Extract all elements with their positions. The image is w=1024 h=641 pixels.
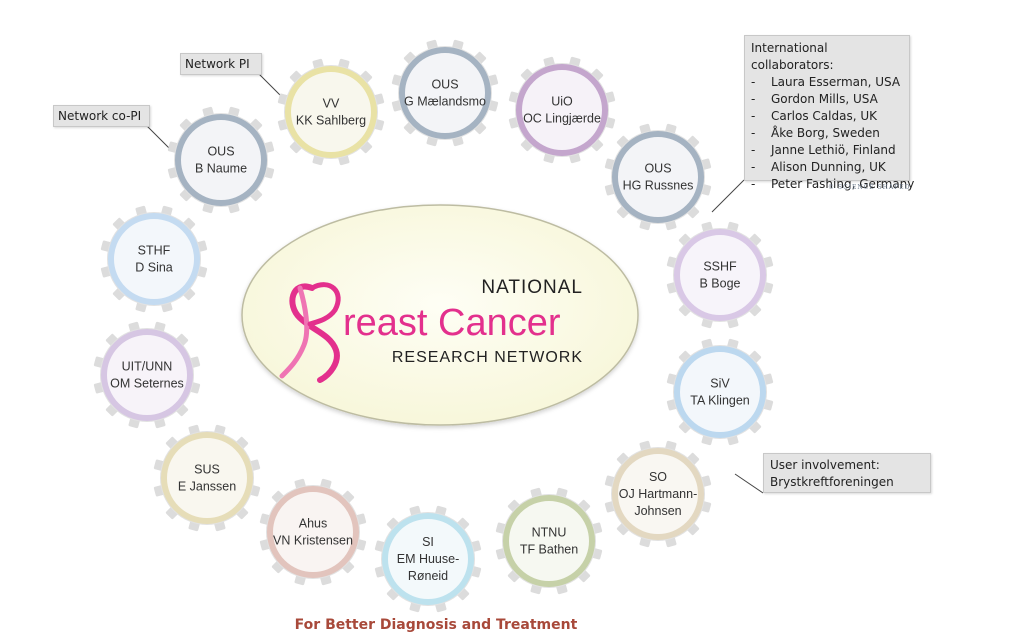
list-item: -Åke Borg, Sweden [751,126,880,140]
network-pi-label: Network PI [180,53,262,75]
logo-breast-cancer: reast Cancer [343,302,561,344]
gear-label-line: KK Sahlberg [296,114,366,128]
gear-node-sshf-boge: SSHF B Boge [666,221,774,329]
user-involvement-title: User involvement: [770,458,880,472]
gear-ring [516,64,608,156]
gear-node-sus-janssen: SUS E Janssen [153,424,261,532]
gear-label-line: VV [323,97,340,111]
network-copi-label: Network co-PI [53,105,150,127]
gear-node-ous-russnes: OUS HG Russnes [604,123,712,231]
gear-ring [108,213,200,305]
list-item: -Peter Fashing, Germany [751,177,915,191]
gear-node-ous-naume: OUS B Naume [167,106,275,214]
network-logo: NATIONAL reast Cancer RESEARCH NETWORK [279,277,583,383]
gear-label-line: SO [649,470,667,484]
gear-node-ahus-kristensen: Ahus VN Kristensen [259,478,367,586]
intl-connector [711,179,745,213]
user-involvement-box: User involvement: Brystkreftforeningen [763,453,931,493]
gear-ring [612,131,704,223]
gear-label-line: OUS [207,145,234,159]
gear-label-line: TF Bathen [520,543,578,557]
international-collaborators-box: International collaborators: -Laura Esse… [744,35,914,191]
gear-label-line: SSHF [703,260,737,274]
logo-national: NATIONAL [481,277,583,298]
gear-ring [612,448,704,540]
gear-ring [399,47,491,139]
pi-connector [256,71,283,98]
pink-ribbon-icon [279,282,341,383]
center-ellipse [241,204,639,426]
gear-node-uio-lingjaerde: UiO OC Lingjærde [508,56,616,164]
gear-node-ntnu-bathen: NTNU TF Bathen [495,487,603,595]
science-shaped-credit: © SCIENCE SHAPED [828,184,911,191]
gear-ring [161,432,253,524]
gear-label-line: OUS [431,78,458,92]
gear-label-line: EM Huuse- [397,552,460,566]
gear-ring [503,495,595,587]
footer-tagline: For Better Diagnosis and Treatment [294,617,578,633]
gear-label-line: D Sina [135,261,173,275]
gear-node-so-hartmann: SO OJ Hartmann- Johnsen [604,440,712,548]
gear-label-line: UiO [551,95,573,109]
list-item: -Alison Dunning, UK [751,160,886,174]
logo-research-network: RESEARCH NETWORK [392,349,583,366]
gear-label-line: HG Russnes [623,179,694,193]
list-item: -Gordon Mills, USA [751,92,878,106]
gear-label-line: TA Klingen [690,394,750,408]
list-item: -Carlos Caldas, UK [751,109,877,123]
user-connector [734,473,764,494]
gear-label-line: Røneid [408,569,448,583]
gear-label-line: UIT/UNN [122,360,173,374]
gear-label-line: NTNU [532,526,567,540]
gear-label-line: VN Kristensen [273,534,353,548]
gear-node-sthf-sina: STHF D Sina [100,205,208,313]
gear-label-line: STHF [138,244,171,258]
list-item: -Janne Lethiö, Finland [751,143,896,157]
user-involvement-org: Brystkreftforeningen [770,475,894,489]
gear-label-line: B Boge [699,277,740,291]
gear-node-ous-maelandsmo: OUS G Mælandsmo [391,39,499,147]
gear-label-line: G Mælandsmo [404,95,486,109]
gear-ring [285,66,377,158]
gear-ring [267,486,359,578]
network-pi-text: Network PI [185,57,250,71]
gear-ring [674,229,766,321]
gear-label-line: OC Lingjærde [523,112,601,126]
gear-label-line: B Naume [195,162,247,176]
gear-ring [382,513,474,605]
list-item: -Laura Esserman, USA [751,75,901,89]
international-list: -Laura Esserman, USA -Gordon Mills, USA … [751,74,915,193]
gear-label-line: SI [422,535,434,549]
gear-node-uit-seternes: UIT/UNN OM Seternes [93,321,201,429]
gear-node-siv-klingen: SiV TA Klingen [666,338,774,446]
gear-label-line: Ahus [299,517,328,531]
copi-connector [144,123,171,150]
gear-ring [175,114,267,206]
gear-label-line: SiV [710,377,730,391]
gear-node-si-huuse: SI EM Huuse- Røneid [374,505,482,613]
gear-label-line: E Janssen [178,480,236,494]
gear-label-line: Johnsen [634,504,681,518]
gear-label-line: SUS [194,463,220,477]
gear-node-vv-sahlberg: VV KK Sahlberg [277,58,385,166]
gear-label-line: OM Seternes [110,377,184,391]
gear-ring [101,329,193,421]
gear-label-line: OUS [644,162,671,176]
network-copi-text: Network co-PI [58,109,142,123]
international-title: International collaborators: [751,41,834,72]
gear-ring [674,346,766,438]
gear-label-line: OJ Hartmann- [619,487,698,501]
